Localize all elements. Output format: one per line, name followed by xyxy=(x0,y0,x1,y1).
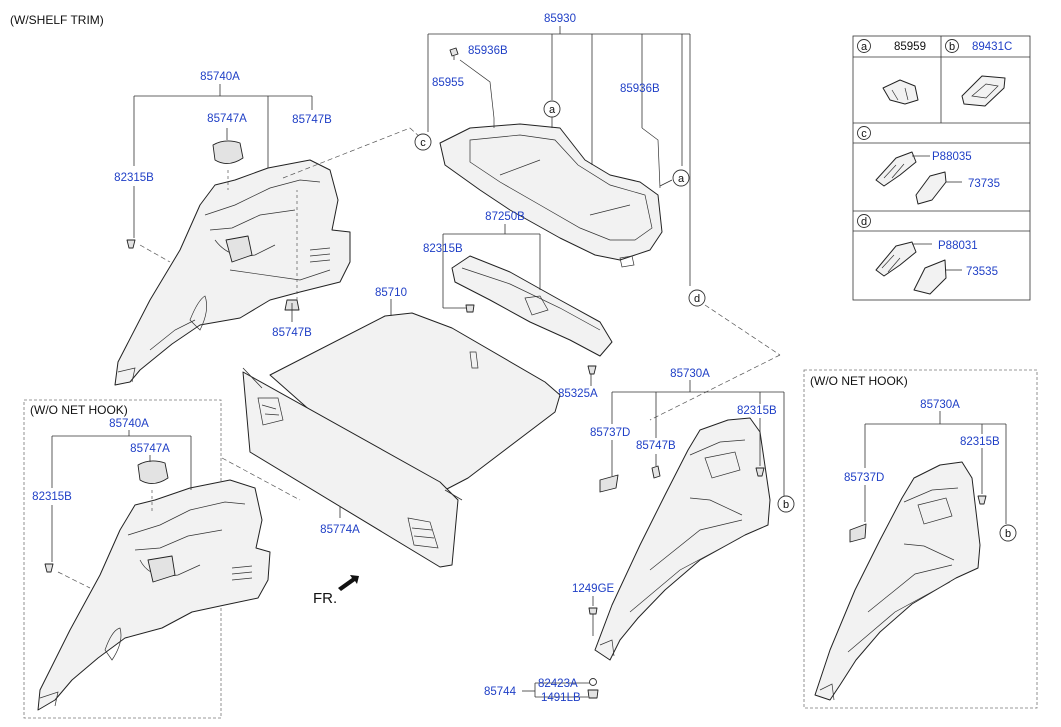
callout-a-2-label: a xyxy=(678,173,685,185)
clip-82315b-right-lower xyxy=(977,495,987,505)
part-82315b[interactable]: 82315B xyxy=(114,172,154,184)
legend-73735[interactable]: 73735 xyxy=(968,178,1000,190)
clip-85959-drawing xyxy=(882,79,919,105)
right-quarter-trim-85730a xyxy=(594,417,771,661)
part-85747b-lower[interactable]: 85747B xyxy=(272,327,312,339)
washer-82423a xyxy=(589,678,597,686)
front-label: FR. xyxy=(313,590,337,607)
part-1491lb[interactable]: 1491LB xyxy=(541,692,581,704)
part-85955[interactable]: 85955 xyxy=(432,77,464,89)
legend-callout-d xyxy=(857,214,871,228)
part-85740a[interactable]: 85740A xyxy=(200,71,240,83)
callout-d[interactable] xyxy=(688,289,706,307)
screw-85955 xyxy=(449,47,459,57)
part-85747b-right[interactable]: 85747B xyxy=(636,440,676,452)
front-arrow-icon xyxy=(338,575,359,591)
hook-p88031-drawing xyxy=(875,241,917,277)
callout-d-label: d xyxy=(694,293,700,305)
clip-85325a xyxy=(587,365,597,375)
callout-a[interactable] xyxy=(543,100,561,118)
hook-p88035-drawing xyxy=(875,151,917,187)
header-label: (W/SHELF TRIM) xyxy=(10,13,104,27)
part-85737d-lower[interactable]: 85737D xyxy=(844,472,884,484)
part-85930[interactable]: 85930 xyxy=(544,13,576,25)
callout-b[interactable] xyxy=(777,495,795,513)
part-82315b-right[interactable]: 82315B xyxy=(737,405,777,417)
cover-73535-drawing xyxy=(913,259,947,295)
left-quarter-trim-lower xyxy=(37,479,271,711)
legend-callout-b-label: b xyxy=(949,41,955,53)
part-85747b[interactable]: 85747B xyxy=(292,114,332,126)
part-85936b[interactable]: 85936B xyxy=(468,45,508,57)
clip-82315b-lower xyxy=(44,563,54,573)
part-82315b-lower[interactable]: 82315B xyxy=(32,491,72,503)
legend-85959[interactable]: 85959 xyxy=(894,41,926,53)
legend-89431c[interactable]: 89431C xyxy=(972,41,1012,53)
clip-82315b xyxy=(126,239,136,249)
part-85774a[interactable]: 85774A xyxy=(320,524,360,536)
package-tray-85930 xyxy=(439,123,663,268)
legend-callout-b xyxy=(945,39,959,53)
clip-82315b-sill xyxy=(465,304,475,313)
callout-c[interactable] xyxy=(414,133,432,151)
legend-table xyxy=(852,35,1031,301)
legend-callout-a xyxy=(857,39,871,53)
clip-82315b-right xyxy=(755,467,765,477)
callout-a-label: a xyxy=(549,104,556,116)
hook-85737d-lower xyxy=(849,523,867,543)
cap-85747a xyxy=(212,140,244,164)
callout-b-lower[interactable] xyxy=(999,524,1017,542)
wo-net-hook-box-right xyxy=(803,369,1038,709)
hook-85737d xyxy=(599,474,619,493)
cap-85747a-lower xyxy=(137,460,169,484)
legend-p88031[interactable]: P88031 xyxy=(938,240,978,252)
part-85730a[interactable]: 85730A xyxy=(670,368,710,380)
cargo-net-85774a xyxy=(242,367,463,568)
legend-callout-d-label: d xyxy=(861,216,867,228)
part-85737d[interactable]: 85737D xyxy=(590,427,630,439)
part-1249ge[interactable]: 1249GE xyxy=(572,583,615,595)
part-87250b[interactable]: 87250B xyxy=(485,211,525,223)
part-82423a[interactable]: 82423A xyxy=(538,678,578,690)
left-quarter-trim-upper xyxy=(114,159,351,386)
callout-a-2[interactable] xyxy=(672,169,690,187)
part-85744[interactable]: 85744 xyxy=(484,686,517,698)
part-85936b-right[interactable]: 85936B xyxy=(620,83,660,95)
clip-1491lb xyxy=(587,689,599,699)
part-85747a[interactable]: 85747A xyxy=(207,113,247,125)
bolt-1249ge xyxy=(588,607,598,615)
wo-net-hook-label-right: (W/O NET HOOK) xyxy=(810,374,908,388)
legend-p88035[interactable]: P88035 xyxy=(932,151,972,163)
callout-b-lower-label: b xyxy=(1005,528,1011,540)
wo-net-hook-label-left: (W/O NET HOOK) xyxy=(30,403,128,417)
grommet-85747b-right xyxy=(651,465,661,479)
part-82315b-sill[interactable]: 82315B xyxy=(423,243,463,255)
right-quarter-trim-85730a-lower xyxy=(814,461,981,701)
part-85710[interactable]: 85710 xyxy=(375,287,407,299)
legend-callout-c xyxy=(857,126,871,140)
legend-callout-a-label: a xyxy=(861,41,868,53)
callout-c-label: c xyxy=(420,137,426,149)
part-85747a-lower[interactable]: 85747A xyxy=(130,443,170,455)
legend-73535[interactable]: 73535 xyxy=(966,266,998,278)
bracket-89431c-drawing xyxy=(961,75,1006,107)
cover-73735-drawing xyxy=(915,171,947,205)
part-85740a-lower[interactable]: 85740A xyxy=(109,418,149,430)
sill-plate-87250b xyxy=(451,255,613,357)
callout-b-label: b xyxy=(783,499,789,511)
part-85730a-lower[interactable]: 85730A xyxy=(920,399,960,411)
legend-callout-c-label: c xyxy=(861,128,867,140)
part-82315b-right-lower[interactable]: 82315B xyxy=(960,436,1000,448)
part-85325a[interactable]: 85325A xyxy=(558,388,598,400)
